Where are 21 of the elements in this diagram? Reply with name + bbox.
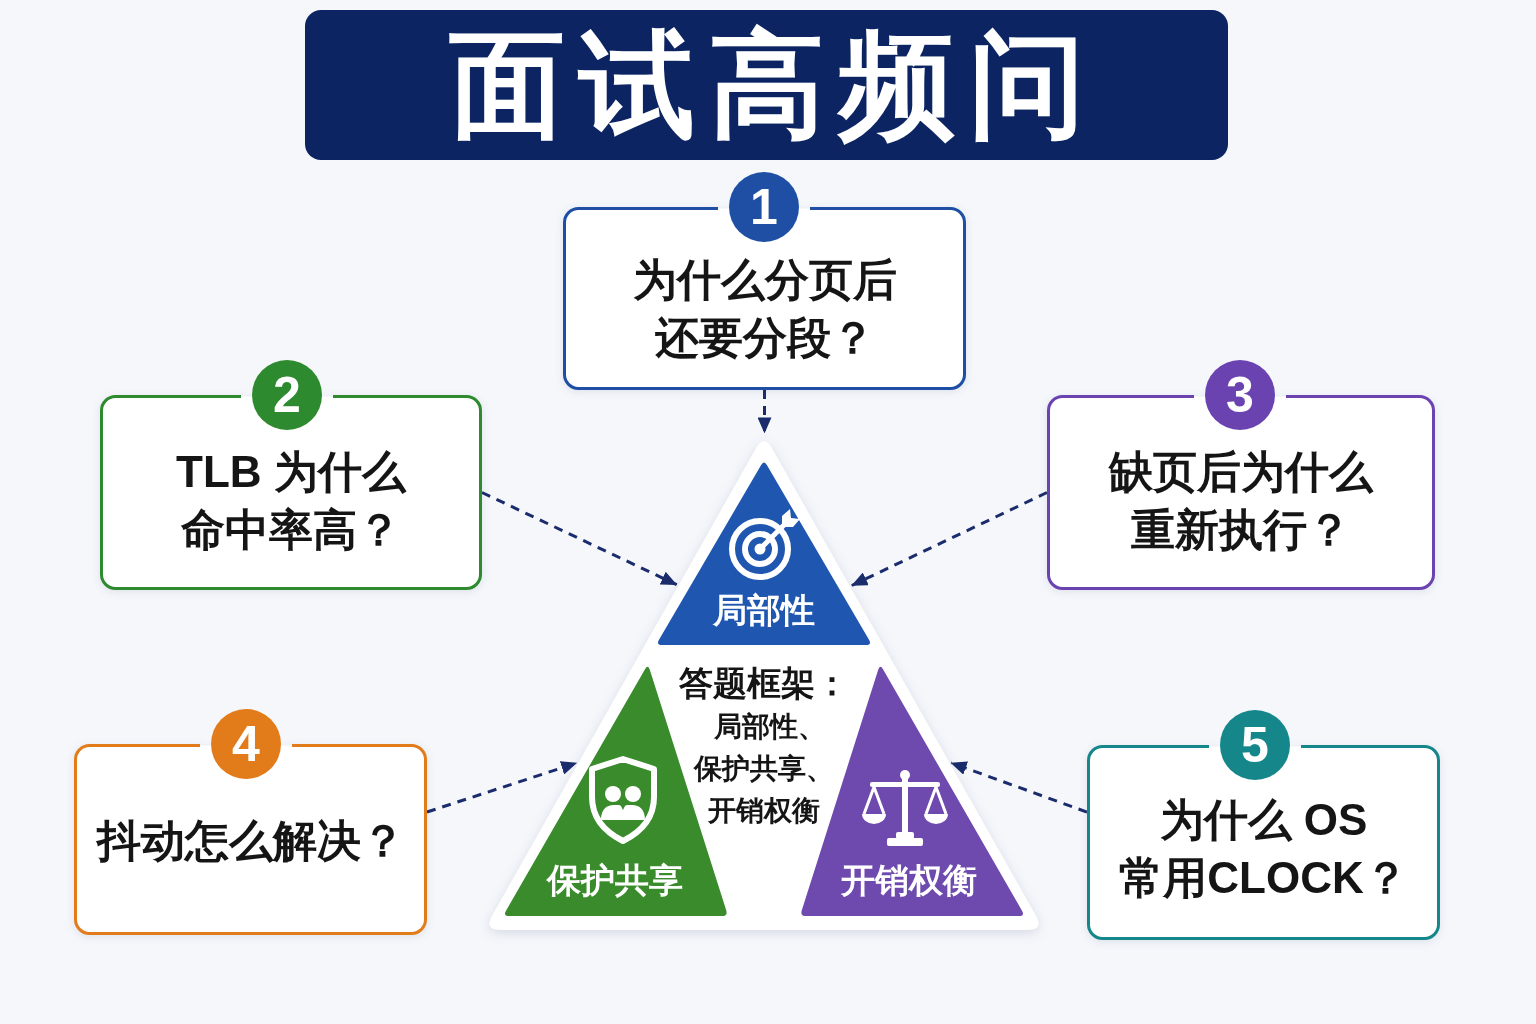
number-badge: 4 [211, 709, 281, 779]
dashed-arrow [851, 491, 1048, 587]
number-badge: 5 [1220, 710, 1290, 780]
category-triangle [656, 460, 872, 645]
framework-heading: 答题框架： [679, 663, 849, 704]
question-text: 抖动怎么解决？ [95, 814, 406, 867]
number-badge: 3 [1205, 360, 1275, 430]
dashed-arrow [757, 390, 772, 434]
dashed-arrow [481, 491, 678, 587]
category-label: 保护共享 [547, 860, 683, 901]
number-badge: 1 [729, 172, 799, 242]
number-badge: 2 [252, 360, 322, 430]
question-text: 缺页后为什么重新执行？ [1107, 445, 1375, 556]
question-text: 为什么分页后还要分段？ [631, 253, 898, 364]
dashed-arrow [426, 761, 578, 814]
category-label: 局部性 [713, 590, 815, 631]
question-text: 为什么 OS 常用CLOCK？ [1118, 793, 1409, 904]
dashed-arrow [950, 761, 1088, 814]
category-label: 开销权衡 [841, 860, 977, 901]
framework-text: 局部性、保护共享、开销权衡 [692, 710, 835, 828]
question-text: TLB 为什么命中率高？ [175, 445, 408, 556]
